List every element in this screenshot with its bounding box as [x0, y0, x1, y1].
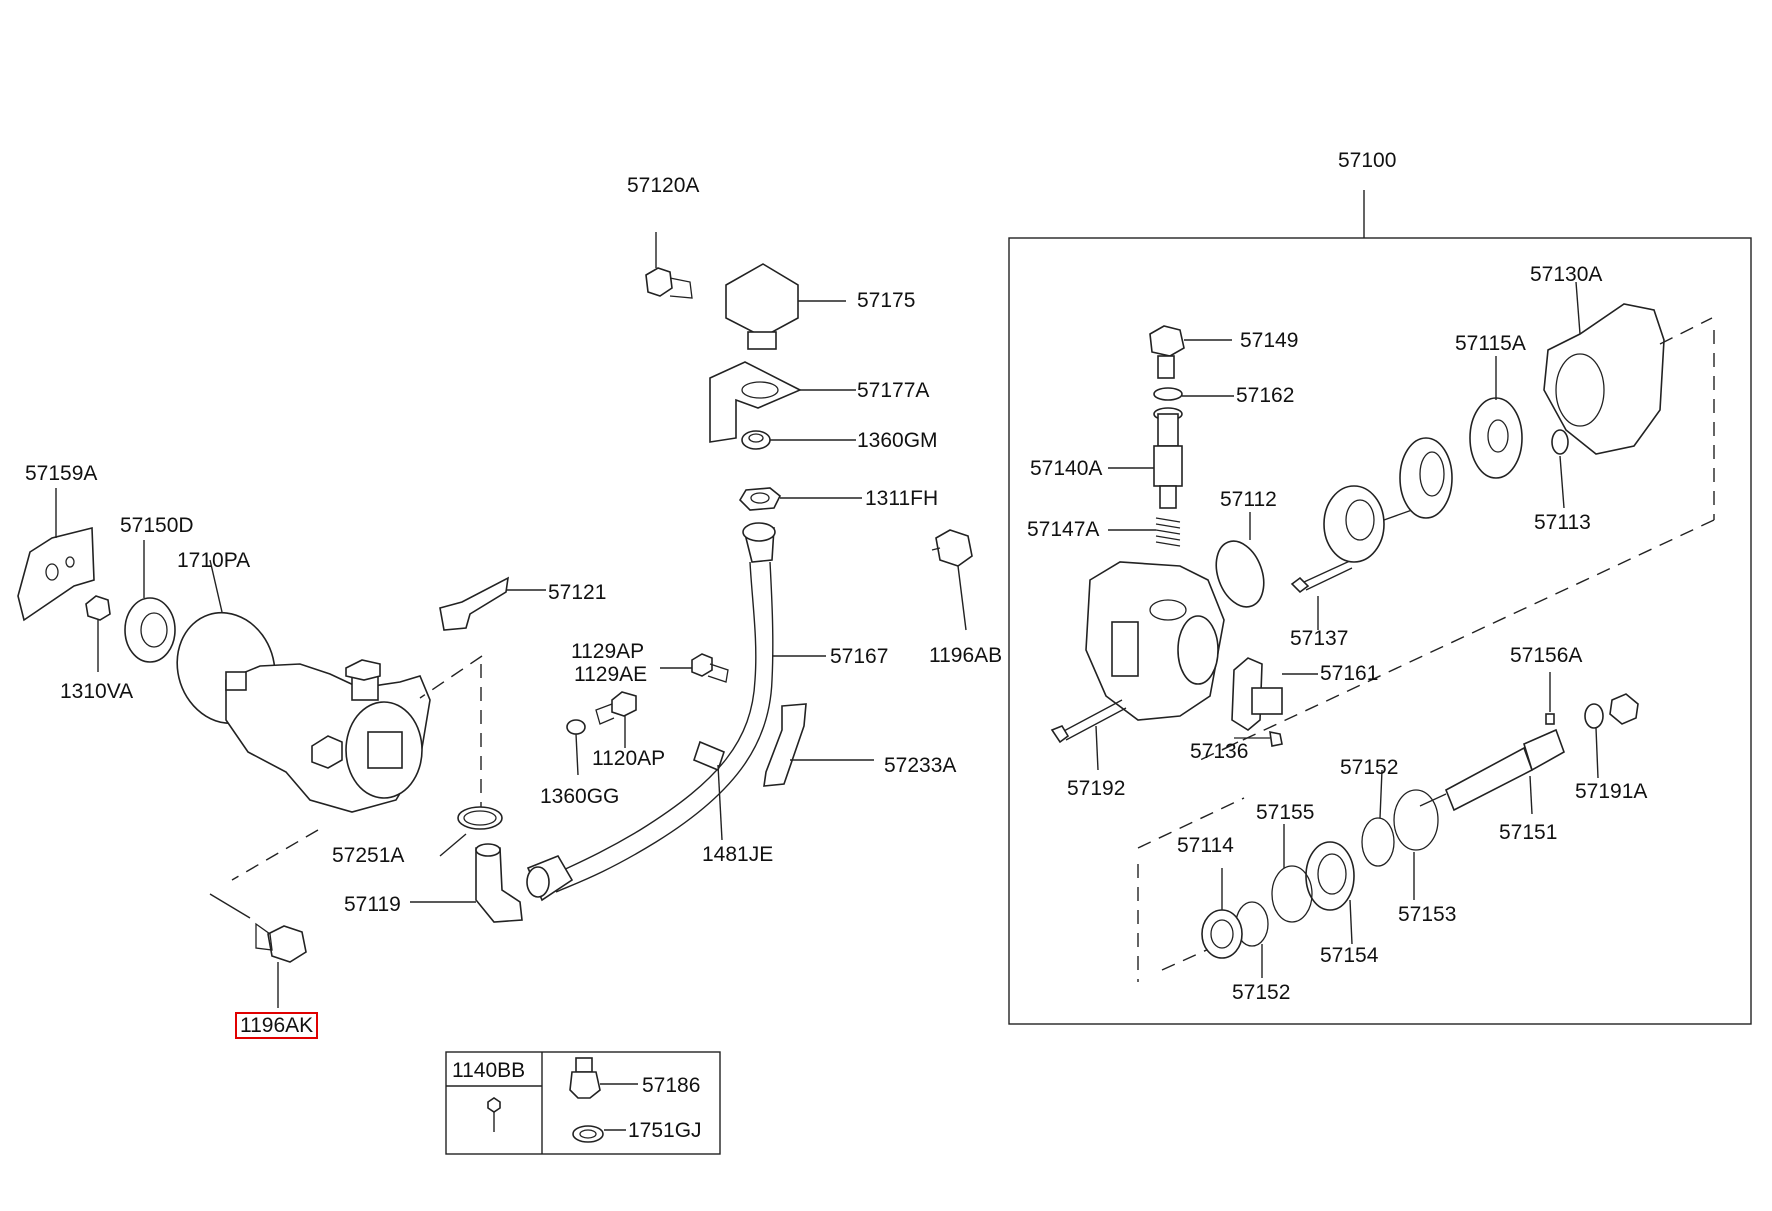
leader-1481JE: [717, 764, 723, 841]
spring-57147A: [1108, 517, 1181, 547]
label-1129AE[interactable]: 1129AE: [574, 663, 648, 686]
ring-57153: [1393, 789, 1439, 900]
fitting-57161: [1231, 657, 1318, 731]
washer-1360GM: [741, 430, 856, 450]
label-57150D[interactable]: 57150D: [120, 514, 194, 537]
label-57167[interactable]: 57167: [830, 645, 889, 668]
oring-57162: [1153, 387, 1234, 401]
label-57149[interactable]: 57149: [1240, 329, 1299, 352]
bracket-57121: [439, 576, 546, 631]
pump-housing: [1085, 561, 1225, 721]
pipe-57167: [526, 522, 826, 902]
oring-57113: [1551, 429, 1569, 509]
washer-1360GG: [566, 719, 586, 776]
nut-1310VA: [85, 595, 111, 672]
label-57151[interactable]: 57151: [1499, 821, 1558, 844]
label-57147A[interactable]: 57147A: [1027, 518, 1100, 541]
label-57251A[interactable]: 57251A: [332, 844, 405, 867]
label-57137[interactable]: 57137: [1290, 627, 1349, 650]
bearing-57154: [1305, 841, 1355, 945]
screw-57136: [1221, 730, 1283, 751]
label-57186[interactable]: 57186: [642, 1074, 701, 1097]
nut-1311FH: [738, 487, 862, 511]
label-1120AP[interactable]: 1120AP: [592, 747, 666, 770]
label-57155[interactable]: 57155: [1256, 801, 1315, 824]
bracket-57177A: [709, 361, 856, 443]
label-57114[interactable]: 57114: [1177, 834, 1234, 857]
washer-57191A: [1584, 693, 1639, 779]
label-1710PA[interactable]: 1710PA: [177, 549, 251, 572]
oring-57251A: [439, 806, 503, 857]
bracket-57159A: [17, 488, 95, 622]
label-57161[interactable]: 57161: [1320, 662, 1379, 685]
key-57156A: [1545, 672, 1555, 725]
rotor-disc: [1323, 485, 1413, 563]
label-1360GG[interactable]: 1360GG: [540, 785, 620, 808]
label-57192[interactable]: 57192: [1067, 777, 1126, 800]
gasket-57112: [1215, 512, 1265, 608]
label-1751GJ[interactable]: 1751GJ: [628, 1119, 702, 1142]
ring-57155: [1271, 824, 1313, 923]
label-57120A[interactable]: 57120A: [627, 174, 700, 197]
label-57191A[interactable]: 57191A: [1575, 780, 1648, 803]
screw-57137: [1290, 559, 1353, 630]
cover-57130A: [1543, 281, 1713, 455]
elbow-57119: [410, 843, 523, 923]
label-57121[interactable]: 57121: [548, 581, 607, 604]
pulley-57150D: [124, 540, 176, 663]
label-57177A[interactable]: 57177A: [857, 379, 930, 402]
label-57140A[interactable]: 57140A: [1030, 457, 1103, 480]
plug-57149: [1149, 325, 1232, 379]
stud-1120AP: [595, 691, 637, 748]
label-57112[interactable]: 57112: [1220, 488, 1277, 511]
bolt-57120A: [645, 232, 693, 299]
label-57152-bottom[interactable]: 57152: [1232, 981, 1291, 1004]
label-1129AP[interactable]: 1129AP: [571, 640, 645, 663]
label-57154[interactable]: 57154: [1320, 944, 1379, 967]
label-1310VA[interactable]: 1310VA: [60, 680, 134, 703]
assembly-frame: [1008, 237, 1752, 1025]
label-1140BB[interactable]: 1140BB: [452, 1059, 526, 1082]
label-57233A[interactable]: 57233A: [884, 754, 957, 777]
pump-body: [225, 655, 483, 881]
label-1360GM[interactable]: 1360GM: [857, 429, 938, 452]
valve-57140A: [1108, 407, 1183, 509]
label-57159A[interactable]: 57159A: [25, 462, 98, 485]
legend-table: [445, 1051, 721, 1155]
bolt-57192: [1050, 699, 1127, 771]
label-57156A[interactable]: 57156A: [1510, 644, 1583, 667]
bolt-1196AK: [209, 893, 307, 1008]
label-1311FH[interactable]: 1311FH: [865, 487, 939, 510]
label-57153[interactable]: 57153: [1398, 903, 1457, 926]
label-1481JE[interactable]: 1481JE: [702, 843, 774, 866]
clamp-57233A: [763, 703, 874, 787]
label-57113[interactable]: 57113: [1534, 511, 1591, 534]
bolt-1129AP: [660, 653, 729, 683]
label-57115A[interactable]: 57115A: [1455, 332, 1526, 355]
shaft-57151: [1419, 728, 1565, 815]
label-57136[interactable]: 57136: [1190, 740, 1249, 763]
label-57152-top[interactable]: 57152: [1340, 756, 1399, 779]
label-57130A[interactable]: 57130A: [1530, 263, 1603, 286]
snapring-57152-top: [1361, 769, 1395, 867]
label-57162[interactable]: 57162: [1236, 384, 1295, 407]
cap-57175: [725, 263, 846, 350]
bolt-1196AB: [931, 529, 973, 631]
label-57175[interactable]: 57175: [857, 289, 916, 312]
label-57100[interactable]: 57100: [1338, 149, 1397, 172]
label-1196AK-highlighted[interactable]: 1196AK: [235, 1012, 319, 1039]
cam-ring: [1399, 437, 1453, 519]
seal-57114: [1201, 868, 1243, 959]
plate-57115A: [1469, 356, 1523, 479]
label-1196AB[interactable]: 1196AB: [929, 644, 1003, 667]
label-57119[interactable]: 57119: [344, 893, 401, 916]
